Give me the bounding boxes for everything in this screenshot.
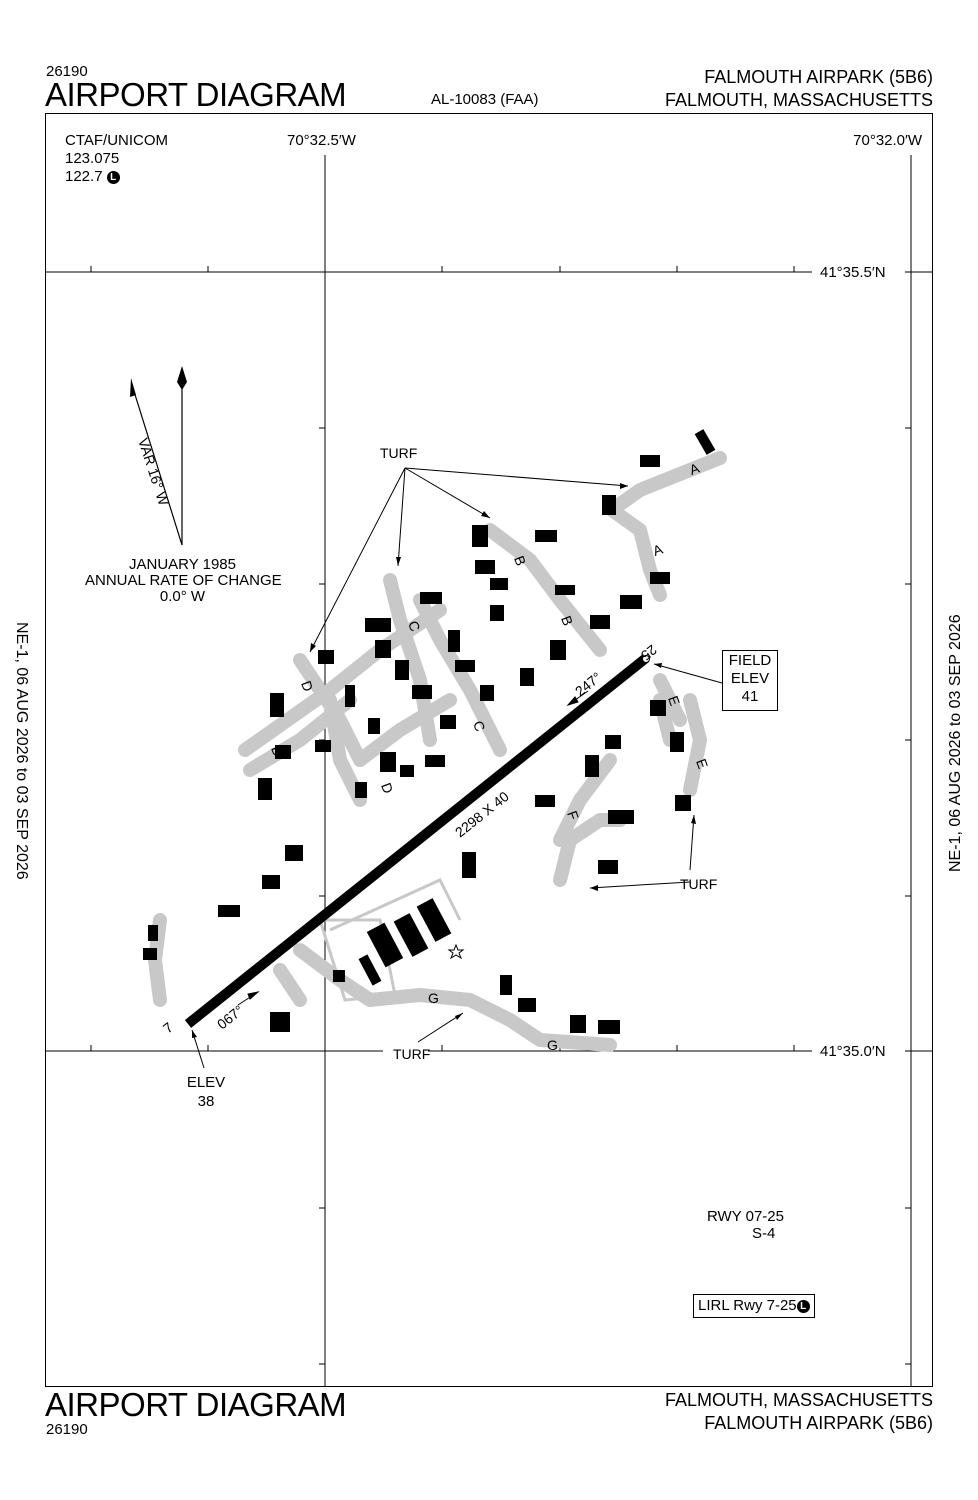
lighting-l-icon: L: [796, 1299, 810, 1313]
field-elev-line2: ELEV: [730, 670, 770, 687]
footer-city-state: FALMOUTH, MASSACHUSETTS: [664, 1390, 933, 1410]
turf-label-south: TURF: [393, 1046, 430, 1062]
field-elev-value: 41: [741, 688, 759, 705]
turf-arrowheads: [192, 483, 696, 1038]
effective-dates-right: NE-1, 06 AUG 2026 to 03 SEP 2026: [947, 614, 964, 872]
grid-lines: [46, 155, 932, 1386]
effective-dates-left: NE-1, 06 AUG 2026 to 03 SEP 2026: [13, 622, 30, 880]
heading-arrows: [237, 690, 589, 1006]
runway-heading-067: 067°: [214, 1002, 247, 1033]
runway: [184, 654, 650, 1028]
latitude-north: 41°35.5′N: [820, 264, 886, 281]
taxiway-label-g2: G: [547, 1037, 558, 1053]
longitude-west: 70°32.5′W: [287, 132, 356, 149]
footer-title: AIRPORT DIAGRAM: [45, 1386, 347, 1423]
ctaf-frequency-1: 123.075: [65, 150, 120, 167]
field-elev-line1: FIELD: [728, 652, 772, 669]
magnetic-info: JANUARY 1985 ANNUAL RATE OF CHANGE 0.0° …: [85, 556, 282, 605]
runway-dimensions: 2298 X 40: [452, 788, 512, 840]
north-arrow-icon: [130, 366, 187, 546]
magnetic-date: JANUARY 1985: [128, 556, 236, 573]
runway-end-7: 7: [160, 1019, 176, 1037]
footer-airport-name: FALMOUTH AIRPARK (5B6): [704, 1413, 933, 1433]
diagram-frame: [45, 113, 933, 1387]
variation-label: VAR 16° W: [135, 436, 172, 508]
doc-number-top: 26190: [46, 63, 88, 80]
taxiway-label-g1: G: [428, 990, 439, 1006]
threshold-elev-value: 38: [197, 1093, 215, 1110]
taxiway-labels: A A B B C C D D D E E F G G: [268, 459, 711, 1053]
beacon-icon: [447, 943, 465, 960]
page-title: AIRPORT DIAGRAM: [45, 76, 347, 113]
buildings: [143, 429, 716, 1034]
magnetic-rate-value: 0.0° W: [159, 588, 206, 605]
latitude-south: 41°35.0′N: [820, 1043, 886, 1060]
taxiway-label-c1: C: [405, 619, 423, 634]
runway-strength-rwy: RWY 07-25: [707, 1208, 784, 1225]
chart-id: AL-10083 (FAA): [431, 91, 539, 108]
taxiway-label-d3: D: [378, 781, 396, 796]
turf-label-east: TURF: [680, 876, 717, 892]
lighting-symbol-icon: L: [106, 170, 120, 184]
magnetic-rate-label: ANNUAL RATE OF CHANGE: [85, 572, 282, 589]
ctaf-label: CTAF/UNICOM: [65, 132, 169, 149]
airport-name: FALMOUTH AIRPARK (5B6): [704, 67, 933, 87]
runway-strength-value: S-4: [752, 1225, 776, 1242]
lighting-text: LIRL Rwy 7-25: [698, 1297, 797, 1314]
turf-label-north: TURF: [380, 445, 417, 461]
doc-number-bottom: 26190: [46, 1421, 88, 1438]
threshold-elevation: ELEV 38: [186, 1073, 226, 1111]
city-state: FALMOUTH, MASSACHUSETTS: [664, 90, 933, 110]
ctaf-frequency-2-row: 122.7 L: [65, 168, 120, 185]
field-elevation-box: FIELD ELEV 41: [722, 650, 778, 711]
ctaf-frequency-2: 122.7: [65, 168, 103, 185]
longitude-east: 70°32.0′W: [853, 132, 922, 149]
threshold-elev-label: ELEV: [186, 1074, 226, 1091]
taxiways: [148, 451, 727, 1052]
